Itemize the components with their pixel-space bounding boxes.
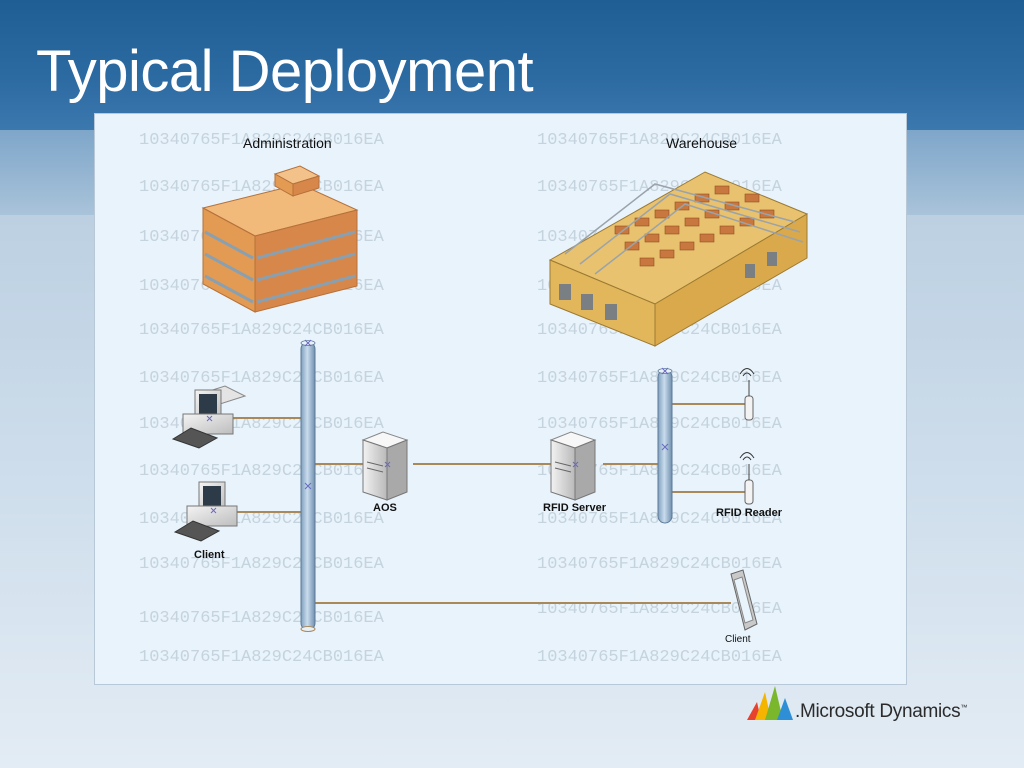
watermark-text: 10340765F1A829C24CB016EA (537, 648, 782, 667)
rfid-server-icon (549, 431, 597, 501)
watermark-text: 10340765F1A829C24CB016EA (139, 321, 384, 340)
watermark-text: 10340765F1A829C24CB016EA (139, 609, 384, 628)
watermark-text: 10340765F1A829C24CB016EA (537, 131, 782, 150)
rfid-reader-icon (739, 452, 755, 505)
slide-title: Typical Deployment (36, 39, 534, 104)
connection-lines (233, 403, 747, 604)
logo-prefix: . (795, 701, 800, 722)
logo-wordmark: .Microsoft Dynamics™ (795, 701, 967, 723)
watermark-text: 10340765F1A829C24CB016EA (139, 555, 384, 574)
warehouse-building-icon (548, 171, 809, 347)
mobile-client-label: Client (725, 634, 751, 645)
watermark-text: 10340765F1A829C24CB016EA (139, 369, 384, 388)
network-bus-right (657, 368, 673, 524)
administration-label: Administration (243, 135, 332, 151)
rfid-reader-label: RFID Reader (716, 507, 783, 519)
client-label: Client (194, 549, 225, 561)
rfid-server-label: RFID Server (543, 502, 606, 514)
trademark-mark: ™ (960, 704, 968, 712)
watermark-text: 10340765F1A829C24CB016EA (537, 555, 782, 574)
microsoft-dynamics-logo (747, 686, 793, 720)
header-background (0, 0, 1024, 130)
network-diagram (171, 165, 809, 632)
mobile-client-icon (730, 569, 758, 631)
aos-label: AOS (373, 502, 397, 514)
diagram-panel: 10340765F1A829C24CB016EA 10340765F1A829C… (94, 113, 907, 685)
aos-server-icon (361, 431, 409, 501)
warehouse-label: Warehouse (666, 135, 738, 151)
watermark-text: 10340765F1A829C24CB016EA (139, 131, 384, 150)
administration-building-icon (201, 165, 359, 313)
rfid-reader-icon (739, 368, 755, 421)
connector-markers (206, 339, 669, 514)
client-computer-icon (173, 481, 238, 542)
logo-text: Microsoft Dynamics (799, 701, 961, 722)
watermark-text: 10340765F1A829C24CB016EA (139, 462, 384, 481)
watermark-text: 10340765F1A829C24CB016EA (139, 648, 384, 667)
watermark-text: 10340765F1A829C24CB016EA (537, 600, 782, 619)
watermark-text: 10340765F1A829C24CB016EA (139, 178, 384, 197)
